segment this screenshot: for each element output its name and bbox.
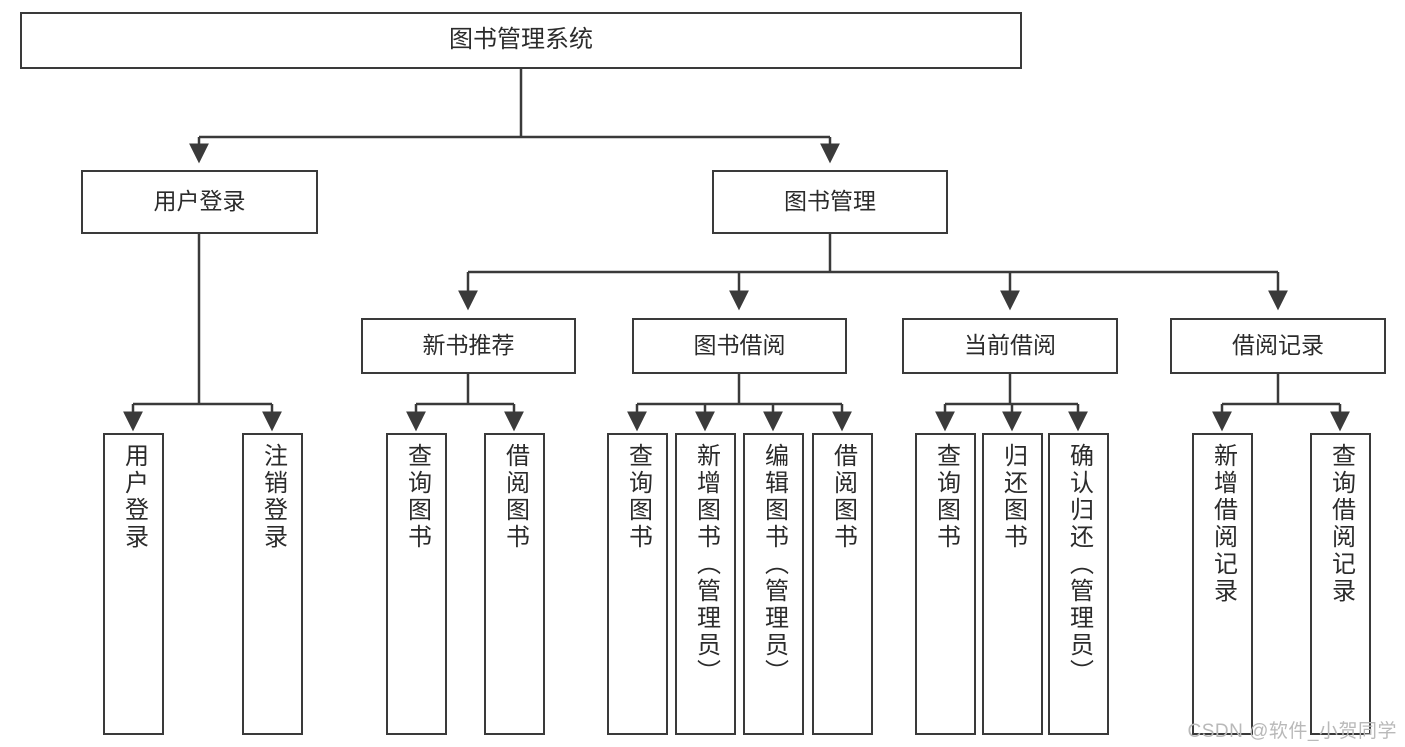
leaf-borrow-book-rec-label: 借阅图书 [501,443,529,551]
leaf-query-book-borrow-label: 查询图书 [624,443,652,551]
leaf-query-book-current[interactable]: 查询图书 [915,433,976,735]
node-new-book-rec-label: 新书推荐 [422,332,515,359]
node-user-login[interactable]: 用户登录 [81,170,318,234]
watermark-text: CSDN @软件_小贺同学 [1187,721,1397,742]
leaf-query-borrow-record[interactable]: 查询借阅记录 [1310,433,1371,735]
node-book-borrow-label: 图书借阅 [693,332,786,359]
node-root[interactable]: 图书管理系统 [20,12,1022,69]
leaf-query-book-rec[interactable]: 查询图书 [386,433,447,735]
leaf-user-login[interactable]: 用户登录 [103,433,164,735]
leaf-logout-label: 注销登录 [259,443,287,551]
leaf-return-book[interactable]: 归还图书 [982,433,1043,735]
leaf-edit-book-admin-label: 编辑图书（管理员） [760,443,788,686]
node-borrow-record[interactable]: 借阅记录 [1170,318,1386,374]
leaf-confirm-return-admin-label: 确认归还（管理员） [1065,443,1093,686]
leaf-return-book-label: 归还图书 [999,443,1027,551]
leaf-add-borrow-record[interactable]: 新增借阅记录 [1192,433,1253,735]
leaf-logout[interactable]: 注销登录 [242,433,303,735]
node-book-borrow[interactable]: 图书借阅 [632,318,847,374]
leaf-edit-book-admin[interactable]: 编辑图书（管理员） [743,433,804,735]
leaf-query-borrow-record-label: 查询借阅记录 [1327,443,1355,605]
node-current-borrow[interactable]: 当前借阅 [902,318,1118,374]
leaf-query-book-rec-label: 查询图书 [403,443,431,551]
leaf-borrow-book[interactable]: 借阅图书 [812,433,873,735]
node-book-manage[interactable]: 图书管理 [712,170,948,234]
leaf-borrow-book-rec[interactable]: 借阅图书 [484,433,545,735]
leaf-add-book-admin-label: 新增图书（管理员） [692,443,720,686]
leaf-borrow-book-label: 借阅图书 [829,443,857,551]
leaf-add-borrow-record-label: 新增借阅记录 [1209,443,1237,605]
node-root-label: 图书管理系统 [449,26,593,54]
node-book-manage-label: 图书管理 [784,188,876,215]
node-borrow-record-label: 借阅记录 [1232,332,1324,359]
leaf-user-login-label: 用户登录 [120,443,148,551]
node-user-login-label: 用户登录 [153,188,246,215]
leaf-query-book-borrow[interactable]: 查询图书 [607,433,668,735]
leaf-add-book-admin[interactable]: 新增图书（管理员） [675,433,736,735]
node-new-book-rec[interactable]: 新书推荐 [361,318,576,374]
node-current-borrow-label: 当前借阅 [964,332,1056,359]
leaf-confirm-return-admin[interactable]: 确认归还（管理员） [1048,433,1109,735]
leaf-query-book-current-label: 查询图书 [932,443,960,551]
